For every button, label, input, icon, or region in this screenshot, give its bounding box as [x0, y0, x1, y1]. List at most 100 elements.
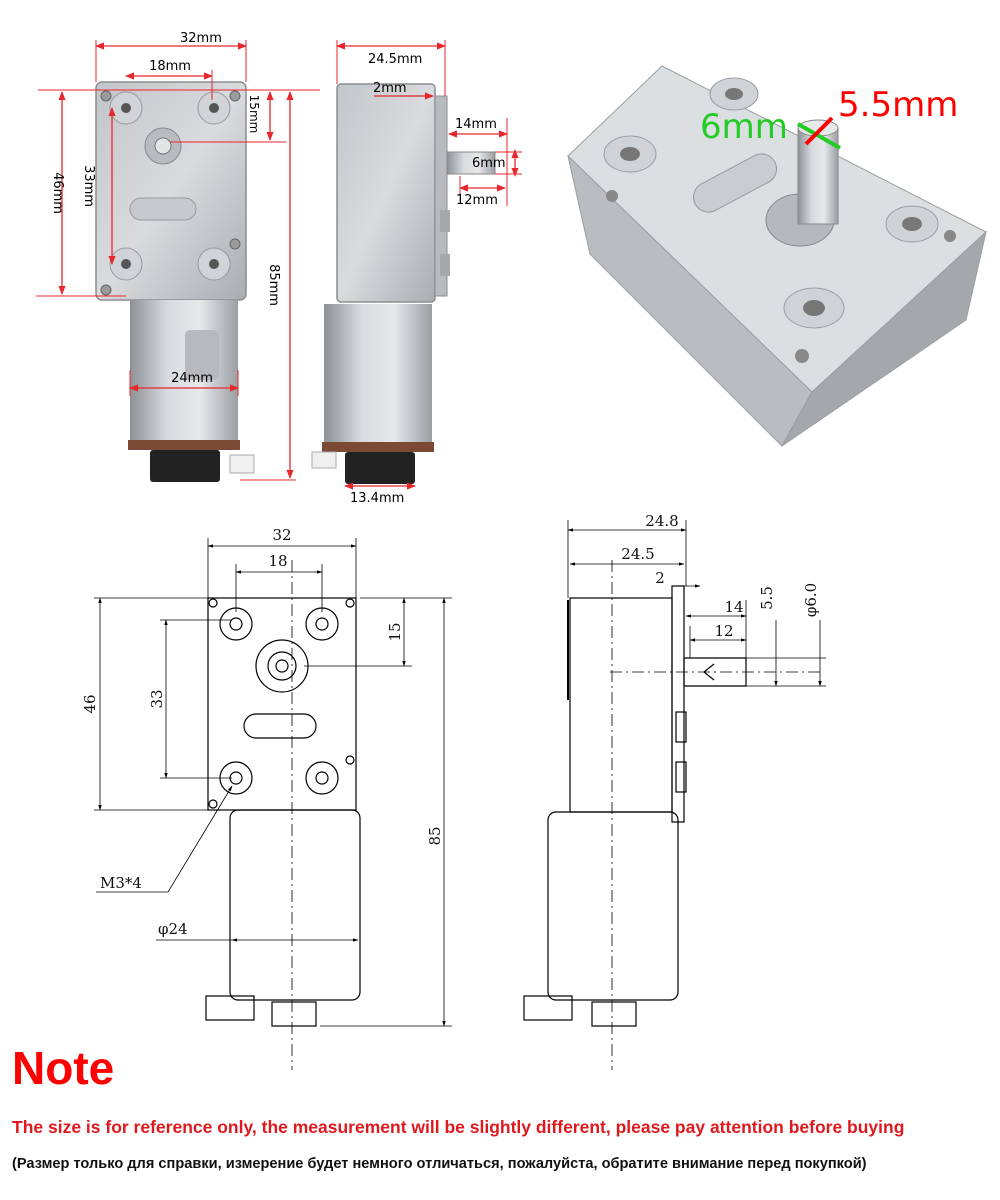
- screw-icon: [100, 284, 112, 296]
- encoder-wheel: [150, 450, 220, 482]
- drawing-screw-label: M3*4: [100, 874, 142, 892]
- gearbox-side-face: [781, 230, 987, 447]
- drawing-shaft-boss: [255, 639, 309, 693]
- note-title: Note: [12, 1042, 115, 1094]
- mount-hole: [197, 91, 231, 125]
- drawing-total-depth-label: 24.8: [645, 512, 678, 530]
- drawing-shaft: [275, 659, 289, 673]
- mount-hole: [197, 247, 231, 281]
- drawing-total-length-label: 85: [426, 826, 444, 845]
- boss-side: [440, 210, 450, 232]
- drawing-side-boss: [675, 761, 687, 793]
- drawing-side-motor-can: [547, 811, 679, 1001]
- drawing-screw: [208, 598, 218, 608]
- output-shaft-side: [446, 151, 496, 175]
- encoder-board-side: [322, 442, 434, 452]
- drawing-shaft-length-label: 14: [724, 598, 743, 616]
- screw-icon: [795, 349, 809, 363]
- drawing-encoder-hub: [271, 1001, 317, 1027]
- motor-can-side: [324, 304, 432, 442]
- note-russian: (Размер только для справки, измерение бу…: [12, 1156, 867, 1172]
- drawing-side-gearbox-outline: [569, 597, 673, 813]
- drawing-hole-inner: [315, 617, 329, 631]
- photo-isometric-view: 6mm 5.5mm: [567, 65, 987, 447]
- gearbox-body-side: [336, 83, 436, 303]
- connector: [229, 454, 255, 474]
- photo-hole-spacing-y-label: 33mm: [81, 165, 96, 207]
- iso-shaft-dia-label: 6mm: [700, 107, 788, 147]
- drawing-hole-spacing-y-label: 33: [148, 689, 166, 708]
- drawing-plate-label: 2: [655, 569, 665, 587]
- shaft-flat-marker: [804, 116, 834, 146]
- gearbox-plate: [434, 95, 448, 297]
- leader-line: [167, 785, 233, 893]
- mount-hole: [885, 205, 939, 243]
- mount-hole: [109, 91, 143, 125]
- drawing-side-view: [523, 520, 826, 1070]
- drawing-side-encoder-tab: [523, 995, 573, 1021]
- screw-icon: [229, 90, 241, 102]
- photo-side-view: 24.5mm 2mm 14mm 6mm 12mm 13.4mm: [311, 40, 522, 506]
- mount-hole: [109, 247, 143, 281]
- drawing-side-plate: [671, 585, 685, 823]
- gearbox-slot: [693, 153, 777, 213]
- motor-can: [130, 300, 238, 440]
- photo-front-view: 32mm 18mm 46mm 33mm 15mm 85mm 24mm: [36, 31, 320, 482]
- drawing-screw: [345, 598, 355, 608]
- drawing-mount-hole: [305, 761, 339, 795]
- shaft-dia-marker: [797, 122, 841, 150]
- drawing-front-view: [94, 538, 452, 1070]
- drawing-slot: [243, 713, 317, 739]
- note-english: The size is for reference only, the meas…: [12, 1117, 905, 1137]
- photo-motor-diameter-label: 24mm: [171, 371, 213, 386]
- photo-shaft-dia-label: 6mm: [472, 156, 506, 171]
- photo-depth-label: 24.5mm: [368, 52, 422, 67]
- drawing-shaft-offset-label: 15: [386, 622, 404, 641]
- photo-shaft-flat-length-label: 12mm: [456, 193, 498, 208]
- mount-hole: [603, 135, 657, 173]
- boss-side: [440, 254, 450, 276]
- drawing-height-label: 46: [81, 694, 99, 713]
- connector-side: [311, 451, 337, 469]
- photo-encoder-width-label: 13.4mm: [350, 491, 404, 506]
- drawing-depth-label: 24.5: [621, 545, 654, 563]
- gearbox-slot: [129, 197, 197, 221]
- output-shaft: [154, 137, 172, 155]
- screw-icon: [229, 238, 241, 250]
- screw-icon: [606, 190, 618, 202]
- drawing-mount-hole: [219, 607, 253, 641]
- encoder-wheel-side: [345, 452, 415, 484]
- drawing-side-labels: 24.8 24.5 2 14 12 5.5 φ6.0: [621, 512, 820, 640]
- photo-plate-label: 2mm: [373, 81, 407, 96]
- mount-hole: [709, 77, 759, 111]
- drawing-mount-hole: [305, 607, 339, 641]
- iso-shaft-flat-label: 5.5mm: [838, 85, 958, 125]
- drawing-side-encoder-hub: [591, 1001, 637, 1027]
- drawing-hole-inner: [315, 771, 329, 785]
- drawing-screw: [345, 755, 355, 765]
- motor-label-area: [185, 330, 219, 380]
- drawing-motor-can: [229, 809, 361, 1001]
- drawing-hole-inner: [229, 617, 243, 631]
- encoder-board: [128, 440, 240, 450]
- drawing-shaft-ring: [267, 651, 297, 681]
- drawing-hole-spacing-x-label: 18: [268, 552, 287, 570]
- drawing-side-boss: [675, 711, 687, 743]
- drawing-shaft-flat-label: 5.5: [758, 586, 776, 610]
- mount-hole: [783, 287, 845, 329]
- photo-hole-spacing-x-label: 18mm: [149, 59, 191, 74]
- photo-width-label: 32mm: [180, 31, 222, 46]
- drawing-front-labels: 32 18 15 46 33 85 M3*4 φ24: [81, 526, 444, 938]
- drawing-encoder-tab: [205, 995, 255, 1021]
- drawing-motor-diameter-label: φ24: [158, 920, 188, 938]
- photo-shaft-length-label: 14mm: [455, 117, 497, 132]
- drawing-shaft-dia-label: φ6.0: [802, 583, 820, 617]
- photo-total-length-label: 85mm: [266, 264, 281, 306]
- drawing-screw: [208, 799, 218, 809]
- screw-icon: [100, 90, 112, 102]
- drawing-shaft-flat-length-label: 12: [714, 622, 733, 640]
- screw-icon: [944, 230, 956, 242]
- photo-height-label: 46mm: [50, 172, 65, 214]
- photo-shaft-offset-label: 15mm: [247, 95, 261, 134]
